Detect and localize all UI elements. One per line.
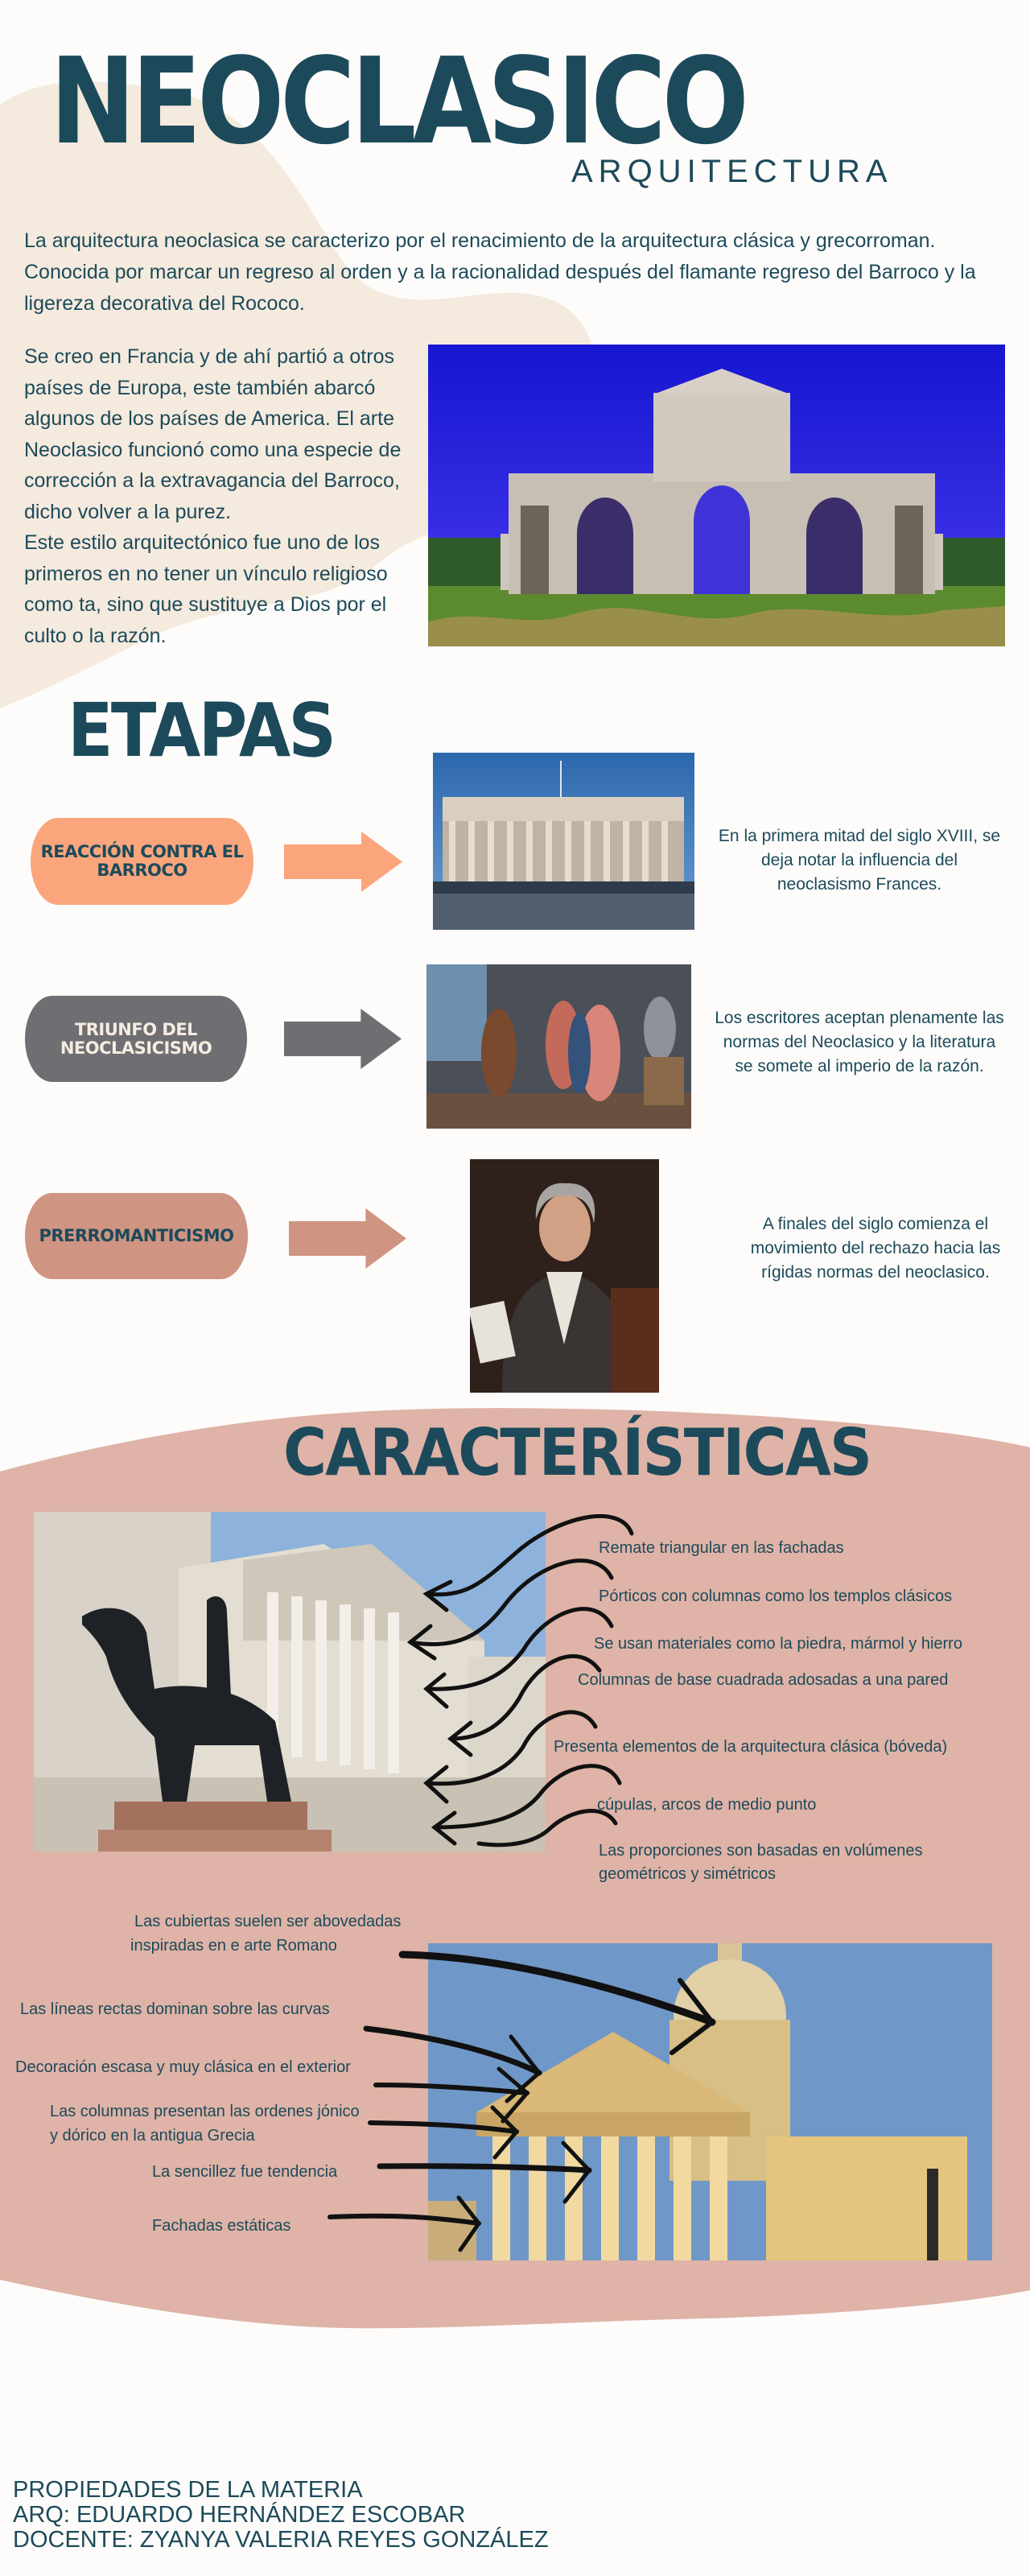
feature-ordenes-line2: y dórico en la antigua Grecia xyxy=(50,2127,255,2145)
stage-pill-reaccion-contra-el-barroco: REACCIÓN CONTRA EL BARROCO xyxy=(31,818,253,905)
feature-materiales: Se usan materiales como la piedra, mármo… xyxy=(594,1635,962,1653)
feature-fachadas-estaticas: Fachadas estáticas xyxy=(152,2217,291,2235)
intro-paragraph: La arquitectura neoclasica se caracteriz… xyxy=(24,229,976,315)
teacher-name: DOCENTE: ZYANYA VALERIA REYES GONZÁLEZ xyxy=(13,2527,549,2553)
feature-sencillez: La sencillez fue tendencia xyxy=(152,2163,338,2181)
grand-theatre-bordeaux-photo xyxy=(433,753,694,930)
feature-remate-triangular: Remate triangular en las fachadas xyxy=(599,1539,844,1557)
arrow-right-icon xyxy=(284,832,402,892)
feature-proporciones-line1: Las proporciones son basadas en volúmene… xyxy=(599,1842,923,1860)
curved-pointer-arrows-1 xyxy=(406,1514,634,1847)
stage-description-3: A finales del siglo comienza el movimien… xyxy=(750,1215,1001,1282)
bank-of-england-photo xyxy=(34,1512,546,1852)
author-name: ARQ: EDUARDO HERNÁNDEZ ESCOBAR xyxy=(13,2502,466,2528)
beige-blob xyxy=(0,81,597,708)
stage-pill-triunfo-del-neoclasicismo: TRIUNFO DEL NEOCLASICISMO xyxy=(25,996,247,1082)
puerta-de-alcala-photo xyxy=(428,345,1005,646)
page-title: NEOCLASICO xyxy=(50,32,749,171)
feature-cubiertas-line2: inspiradas en e arte Romano xyxy=(130,1937,337,1955)
feature-columnas-base-cuadrada: Columnas de base cuadrada adosadas a una… xyxy=(578,1671,949,1689)
origin-paragraph-2: Este estilo arquitectónico fue uno de lo… xyxy=(24,531,388,647)
stage-pill-prerromanticismo: PRERROMANTICISMO xyxy=(25,1193,248,1279)
arrow-right-icon xyxy=(284,1009,402,1069)
credits-footer: PROPIEDADES DE LA MATERIA ARQ: EDUARDO H… xyxy=(13,2478,549,2553)
neoclassical-painting-photo xyxy=(426,964,691,1129)
origin-text: Se creo en Francia y de ahí partió a otr… xyxy=(24,341,410,651)
straight-pointer-arrows-2 xyxy=(328,1951,716,2252)
course-name: PROPIEDADES DE LA MATERIA xyxy=(13,2477,363,2503)
feature-ordenes-line1: Las columnas presentan las ordenes jónic… xyxy=(50,2103,360,2120)
arrow-right-icon xyxy=(289,1208,406,1269)
stage-description-2: Los escritores aceptan plenamente las no… xyxy=(715,1009,1004,1075)
stage-description-1: En la primera mitad del siglo XVIII, se … xyxy=(718,827,1001,894)
goethe-portrait-photo xyxy=(470,1159,659,1393)
origin-paragraph-1: Se creo en Francia y de ahí partió a otr… xyxy=(24,345,402,523)
caracteristicas-heading: CARACTERÍSTICAS xyxy=(283,1415,872,1490)
etapas-heading: ETAPAS xyxy=(68,687,336,774)
feature-lineas-rectas: Las líneas rectas dominan sobre las curv… xyxy=(20,2000,330,2018)
feature-decoracion-escasa: Decoración escasa y muy clásica en el ex… xyxy=(15,2058,351,2076)
page-subtitle: ARQUITECTURA xyxy=(571,154,893,189)
feature-proporciones-line2: geométricos y simétricos xyxy=(599,1865,777,1883)
feature-cubiertas-line1: Las cubiertas suelen ser abovedadas xyxy=(134,1913,402,1930)
feature-cupulas-arcos: cúpulas, arcos de medio punto xyxy=(597,1796,817,1814)
feature-elementos-clasicos: Presenta elementos de la arquitectura cl… xyxy=(554,1738,948,1756)
feature-porticos-columnas: Pórticos con columnas como los templos c… xyxy=(599,1587,953,1605)
